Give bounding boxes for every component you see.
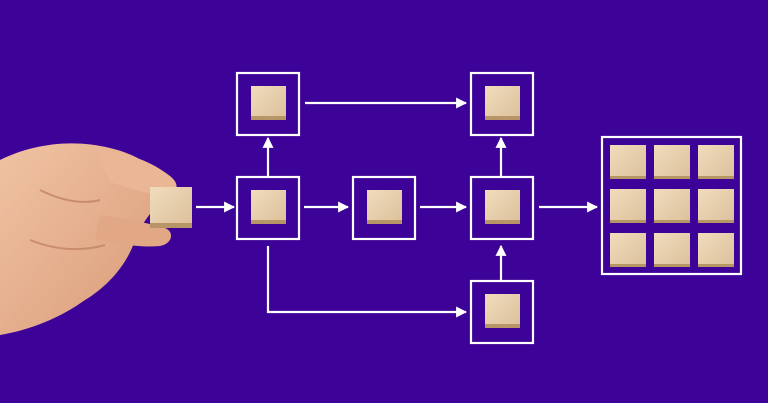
grid-block	[698, 233, 734, 267]
result-grid-blocks	[610, 145, 734, 267]
block-top-left	[251, 86, 286, 120]
block-center-right	[485, 190, 520, 224]
grid-block	[698, 189, 734, 223]
block-bottom-right	[485, 294, 520, 328]
grid-block	[654, 233, 690, 267]
grid-block	[610, 233, 646, 267]
block-top-right	[485, 86, 520, 120]
hand-illustration	[0, 143, 177, 335]
node-bottom-right-frame	[469, 279, 535, 345]
grid-block	[654, 145, 690, 179]
grid-block	[610, 189, 646, 223]
node-start-frame	[235, 175, 301, 241]
grid-block	[654, 189, 690, 223]
node-middle-frame	[351, 175, 417, 241]
node-top-right-frame	[469, 71, 535, 137]
grid-block	[610, 145, 646, 179]
node-result-grid-frame	[600, 135, 743, 276]
block-middle	[367, 190, 402, 224]
node-frames	[235, 71, 743, 345]
wooden-blocks	[251, 86, 734, 328]
grid-block	[698, 145, 734, 179]
arrow-start-to-bottom-right	[266, 246, 468, 318]
connectors	[196, 97, 599, 318]
block-start	[251, 190, 286, 224]
node-center-right-frame	[469, 175, 535, 241]
node-top-left-frame	[235, 71, 301, 137]
held-block	[150, 187, 192, 228]
